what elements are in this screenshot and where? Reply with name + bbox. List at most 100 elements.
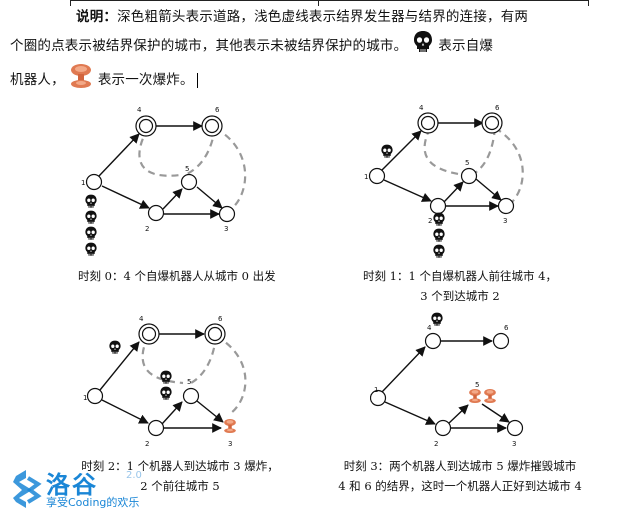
luogu-logo-icon bbox=[13, 470, 42, 508]
watermark-version: 2.0 bbox=[126, 470, 142, 481]
graph-panel-2: 1 2 3 4 5 6 bbox=[83, 315, 247, 448]
skull-icon bbox=[433, 228, 445, 243]
explosion-icon bbox=[69, 63, 93, 98]
city-node-5 bbox=[180, 173, 198, 191]
city-node-6 bbox=[201, 115, 223, 137]
skull-icon bbox=[160, 386, 172, 401]
table-border-tick bbox=[318, 0, 319, 6]
node-label: 5 bbox=[185, 165, 189, 173]
city-node-2 bbox=[434, 419, 452, 437]
watermark-subtitle: 享受Coding的欢乐 bbox=[46, 496, 140, 509]
explosion-icon bbox=[469, 389, 481, 403]
explosion-icon bbox=[484, 389, 496, 403]
node-label: 3 bbox=[503, 217, 507, 225]
legend-label: 说明： bbox=[76, 9, 118, 25]
skull-icon bbox=[85, 210, 97, 225]
city-node-3 bbox=[218, 205, 236, 223]
node-label: 2 bbox=[434, 440, 438, 448]
caption-panel-0: 时刻 0：4 个自爆机器人从城市 0 出发 bbox=[78, 266, 298, 286]
skull-icon bbox=[433, 244, 445, 259]
node-label: 4 bbox=[139, 315, 144, 323]
caption-line: 时刻 0：4 个自爆机器人从城市 0 出发 bbox=[78, 269, 276, 283]
text-cursor bbox=[196, 73, 198, 88]
node-label: 3 bbox=[228, 440, 232, 448]
city-node-3 bbox=[506, 419, 524, 437]
city-node-1 bbox=[368, 167, 386, 185]
node-label: 4 bbox=[137, 106, 142, 114]
node-label: 4 bbox=[419, 104, 424, 112]
node-label: 5 bbox=[465, 159, 469, 167]
legend-skull-text: 表示自爆 bbox=[438, 38, 494, 54]
legend-text-3: 机器人， bbox=[10, 72, 65, 88]
city-node-4 bbox=[138, 323, 160, 345]
city-node-6 bbox=[204, 323, 226, 345]
city-node-4 bbox=[424, 332, 442, 350]
node-label: 6 bbox=[504, 324, 509, 332]
node-label: 2 bbox=[145, 440, 149, 448]
explosion-icon bbox=[224, 419, 236, 433]
caption-line: 时刻 2：1 个机器人到达城市 3 爆炸， bbox=[81, 459, 279, 473]
node-label: 5 bbox=[187, 378, 191, 386]
node-label: 1 bbox=[364, 173, 368, 181]
caption-line: 3 个到达城市 2 bbox=[420, 289, 500, 303]
city-node-4 bbox=[135, 115, 157, 137]
caption-line: 2 个前往城市 5 bbox=[140, 479, 220, 493]
caption-panel-2: 时刻 2：1 个机器人到达城市 3 爆炸， 2 个前往城市 5 bbox=[60, 456, 300, 496]
barrier-links bbox=[138, 127, 247, 211]
node-label: 6 bbox=[215, 106, 220, 114]
node-label: 5 bbox=[475, 381, 479, 389]
skull-icon bbox=[381, 144, 393, 159]
legend-line-3: 机器人， 表示一次爆炸。 bbox=[10, 63, 606, 98]
node-label: 3 bbox=[224, 225, 228, 233]
skull-icon bbox=[431, 312, 443, 327]
caption-panel-1: 时刻 1：1 个自爆机器人前往城市 4， 3 个到达城市 2 bbox=[340, 266, 580, 306]
city-node-4 bbox=[417, 112, 439, 134]
city-node-2 bbox=[147, 419, 165, 437]
graph-panel-1: 1 2 3 4 5 6 bbox=[364, 104, 524, 259]
skull-icon bbox=[412, 30, 434, 63]
node-label: 1 bbox=[374, 386, 378, 394]
legend-text-2: 个圈的点表示被结界保护的城市，其他表示未被结界保护的城市。 bbox=[10, 38, 408, 54]
city-node-1 bbox=[370, 389, 387, 407]
city-node-5 bbox=[182, 387, 200, 405]
city-node-5 bbox=[460, 167, 478, 185]
watermark-title: 洛谷 bbox=[46, 471, 98, 499]
city-node-2 bbox=[429, 197, 447, 215]
graph-panel-0: 1 2 3 4 5 6 bbox=[81, 106, 247, 257]
city-node-1 bbox=[86, 387, 104, 405]
node-label: 4 bbox=[427, 324, 432, 332]
caption-line: 4 和 6 的结界，这时一个机器人正好到达城市 4 bbox=[338, 479, 582, 493]
city-node-3 bbox=[497, 197, 515, 215]
luogu-watermark: 洛谷 2.0 享受Coding的欢乐 bbox=[10, 468, 200, 512]
skull-icon bbox=[85, 194, 97, 209]
legend-paragraph: 说明：深色粗箭头表示道路，浅色虚线表示结界发生器与结界的连接，有两 个圈的点表示… bbox=[10, 4, 606, 98]
node-label: 1 bbox=[81, 179, 85, 187]
city-node-6 bbox=[492, 332, 510, 350]
skull-icon bbox=[109, 340, 121, 355]
skull-group bbox=[85, 194, 97, 257]
city-node-2 bbox=[147, 204, 165, 222]
city-node-6 bbox=[481, 112, 503, 134]
legend-text-1: 深色粗箭头表示道路，浅色虚线表示结界发生器与结界的连接，有两 bbox=[117, 9, 529, 25]
node-label: 6 bbox=[218, 315, 223, 323]
caption-line: 时刻 1：1 个自爆机器人前往城市 4， bbox=[363, 269, 557, 283]
node-label: 2 bbox=[145, 225, 149, 233]
skull-icon bbox=[433, 212, 445, 227]
city-node-1 bbox=[85, 173, 103, 191]
node-label: 3 bbox=[512, 440, 516, 448]
table-border-line bbox=[70, 0, 589, 1]
node-label: 2 bbox=[428, 217, 432, 225]
skull-icon bbox=[85, 226, 97, 241]
node-label: 1 bbox=[83, 394, 87, 402]
skull-icon bbox=[85, 242, 97, 257]
table-border-tick bbox=[588, 0, 589, 6]
caption-line: 时刻 3：两个机器人到达城市 5 爆炸摧毁城市 bbox=[343, 459, 577, 473]
legend-explosion-text: 表示一次爆炸。 bbox=[97, 72, 194, 88]
roads bbox=[98, 121, 223, 219]
graph-panel-3: 1 2 3 4 5 6 bbox=[370, 312, 524, 448]
legend-line-1: 说明：深色粗箭头表示道路，浅色虚线表示结界发生器与结界的连接，有两 bbox=[76, 4, 606, 30]
node-label: 6 bbox=[495, 104, 500, 112]
legend-line-2: 个圈的点表示被结界保护的城市，其他表示未被结界保护的城市。 表示自爆 bbox=[10, 30, 606, 63]
table-border-tick bbox=[70, 0, 71, 6]
caption-panel-3: 时刻 3：两个机器人到达城市 5 爆炸摧毁城市 4 和 6 的结界，这时一个机器… bbox=[330, 456, 590, 496]
